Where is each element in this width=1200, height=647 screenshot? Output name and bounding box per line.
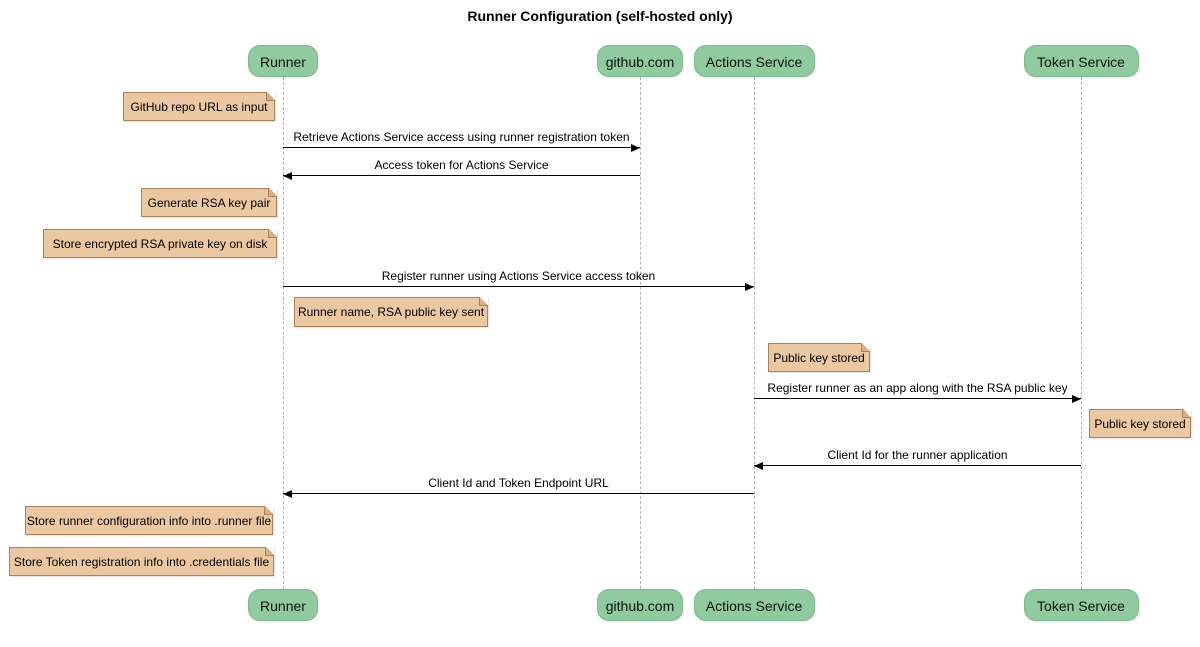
message-2-line: [283, 175, 640, 176]
arrowhead-icon: [1072, 394, 1081, 403]
note-4: Runner name, RSA public key sent: [294, 297, 488, 327]
note-fold-icon: [268, 229, 277, 238]
note-2: Generate RSA key pair: [141, 188, 277, 217]
note-6: Public key stored: [1089, 409, 1191, 438]
arrowhead-icon: [754, 461, 763, 470]
message-4-label: Register runner as an app along with the…: [767, 381, 1068, 395]
note-fold-icon: [861, 343, 870, 352]
participant-token-bottom: Token Service: [1023, 589, 1139, 621]
note-1-text: GitHub repo URL as input: [130, 99, 268, 114]
participant-token-top: Token Service: [1023, 45, 1139, 77]
note-fold-icon: [268, 188, 277, 197]
note-fold-icon: [265, 547, 274, 556]
note-3-text: Store encrypted RSA private key on disk: [52, 236, 268, 251]
note-4-text: Runner name, RSA public key sent: [297, 305, 485, 319]
note-1: GitHub repo URL as input: [123, 92, 275, 121]
participant-runner-top: Runner: [248, 45, 318, 77]
message-6-label: Client Id and Token Endpoint URL: [428, 476, 609, 490]
note-fold-icon: [266, 92, 275, 101]
arrowhead-icon: [745, 282, 754, 291]
note-fold-icon: [264, 506, 273, 515]
lifeline-runner: [283, 77, 284, 589]
lifeline-token: [1081, 77, 1082, 589]
participant-runner-bottom: Runner: [248, 589, 318, 621]
message-3-line: [283, 286, 754, 287]
message-3-label: Register runner using Actions Service ac…: [381, 269, 656, 283]
participant-actions-bottom: Actions Service: [693, 589, 815, 621]
note-6-text: Public key stored: [1094, 416, 1186, 431]
diagram-title: Runner Configuration (self-hosted only): [467, 8, 733, 24]
arrowhead-icon: [283, 171, 292, 180]
message-4-line: [754, 398, 1081, 399]
message-5-line: [754, 465, 1081, 466]
note-7-text: Store runner configuration info into .ru…: [26, 513, 272, 528]
arrowhead-icon: [631, 143, 640, 152]
message-5-label: Client Id for the runner application: [827, 448, 1008, 462]
lifeline-actions: [754, 77, 755, 589]
note-3: Store encrypted RSA private key on disk: [43, 229, 277, 258]
note-2-text: Generate RSA key pair: [147, 195, 271, 210]
participant-github-top: github.com: [597, 45, 683, 77]
note-7: Store runner configuration info into .ru…: [25, 506, 273, 535]
note-fold-icon: [479, 297, 488, 306]
note-8-text: Store Token registration info into .cred…: [13, 554, 270, 569]
message-6-line: [283, 493, 754, 494]
note-fold-icon: [1182, 409, 1191, 418]
message-2-label: Access token for Actions Service: [374, 158, 549, 172]
lifeline-github: [640, 77, 641, 589]
participant-github-bottom: github.com: [597, 589, 683, 621]
message-1-line: [283, 147, 640, 148]
message-1-label: Retrieve Actions Service access using ru…: [293, 130, 630, 144]
note-8: Store Token registration info into .cred…: [9, 547, 274, 576]
participant-actions-top: Actions Service: [693, 45, 815, 77]
note-5-text: Public key stored: [773, 350, 865, 365]
note-5: Public key stored: [768, 343, 870, 372]
arrowhead-icon: [283, 489, 292, 498]
